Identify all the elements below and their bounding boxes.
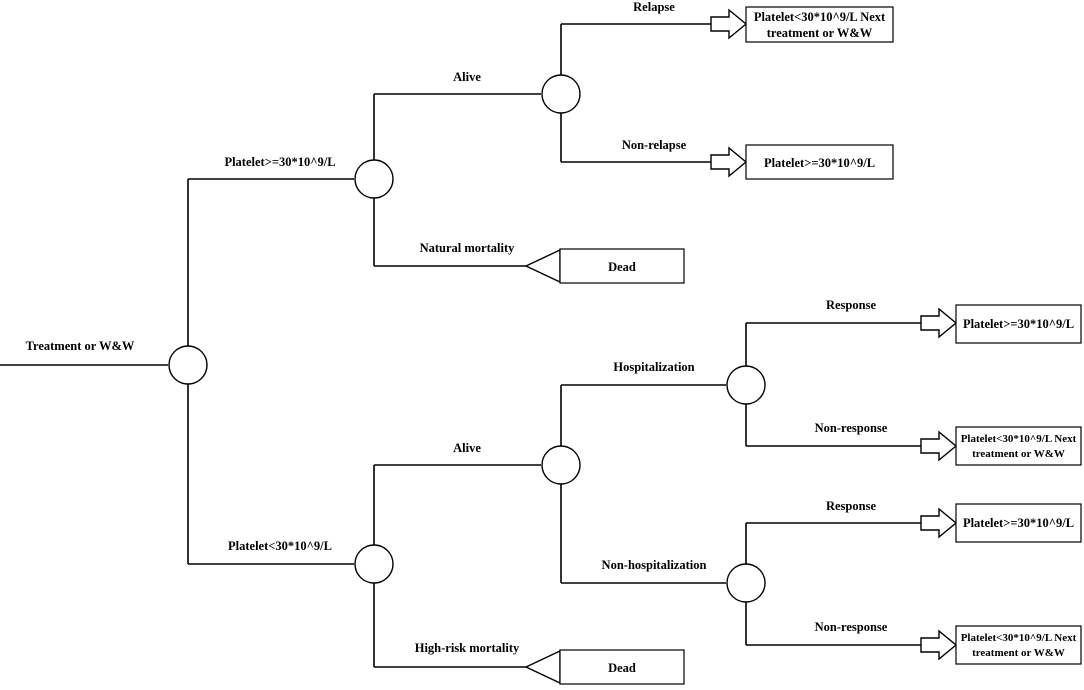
label-non-relapse: Non-relapse: [622, 138, 687, 152]
chance-node-root: [168, 345, 208, 385]
markov-arrow-hosp-response: [920, 307, 958, 339]
outcome-text-relapse-line2: treatment or W&W: [767, 26, 873, 40]
label-root: Treatment or W&W: [26, 339, 135, 353]
chance-node-platelet-high: [354, 159, 394, 199]
outcome-text-non-relapse: Platelet>=30*10^9/L: [764, 156, 875, 170]
terminal-triangle-natural-mortality: [524, 248, 561, 284]
outcome-text-relapse-line1: Platelet<30*10^9/L Next: [754, 10, 886, 24]
outcome-text-nonhosp-non-response-line1: Platelet<30*10^9/L Next: [961, 632, 1077, 644]
outcome-box-hosp-response: [955, 304, 1082, 344]
outcome-box-nonhosp-response: [955, 503, 1082, 543]
chance-node-platelet-low: [354, 544, 394, 584]
label-nonhosp-non-response: Non-response: [815, 620, 888, 634]
label-hosp-non-response: Non-response: [815, 421, 888, 435]
outcome-text-hosp-non-response-line1: Platelet<30*10^9/L Next: [961, 433, 1077, 445]
outcome-box-high-risk-mortality: [559, 649, 685, 685]
label-hosp-response: Response: [826, 298, 876, 312]
label-hospitalization: Hospitalization: [613, 360, 694, 374]
markov-arrow-nonhosp-response: [920, 507, 958, 539]
outcome-text-hosp-non-response-line2: treatment or W&W: [972, 448, 1065, 460]
outcome-box-nonhosp-non-response: [955, 625, 1082, 665]
chance-node-alive-lower: [541, 445, 581, 485]
outcome-text-hosp-response: Platelet>=30*10^9/L: [963, 317, 1074, 331]
outcome-text-dead-lower: Dead: [608, 661, 636, 675]
label-nonhosp-response: Response: [826, 499, 876, 513]
label-high-risk-mortality: High-risk mortality: [415, 641, 520, 655]
label-natural-mortality: Natural mortality: [420, 241, 516, 255]
outcome-box-natural-mortality: [559, 248, 685, 284]
markov-arrow-nonhosp-non-response: [920, 629, 958, 661]
connector-lines: [0, 23, 921, 668]
label-alive-upper: Alive: [453, 70, 481, 84]
chance-node-non-hospitalization: [726, 563, 766, 603]
outcome-box-hosp-non-response: [955, 426, 1082, 466]
label-platelet-low: Platelet<30*10^9/L: [228, 539, 332, 553]
terminal-triangle-high-risk-mortality: [524, 649, 561, 685]
outcome-box-relapse: [745, 6, 894, 43]
chance-node-hospitalization: [726, 365, 766, 405]
label-relapse: Relapse: [633, 0, 675, 14]
outcome-text-nonhosp-non-response-line2: treatment or W&W: [972, 647, 1065, 659]
markov-arrow-hosp-non-response: [920, 430, 958, 462]
outcome-box-non-relapse: [745, 144, 894, 180]
label-alive-lower: Alive: [453, 441, 481, 455]
outcome-text-dead-upper: Dead: [608, 260, 636, 274]
markov-arrow-relapse: [710, 8, 748, 40]
outcome-text-nonhosp-response: Platelet>=30*10^9/L: [963, 516, 1074, 530]
label-non-hospitalization: Non-hospitalization: [602, 558, 707, 572]
label-platelet-high: Platelet>=30*10^9/L: [224, 155, 335, 169]
markov-arrow-non-relapse: [710, 146, 748, 178]
chance-node-alive-upper: [541, 74, 581, 114]
